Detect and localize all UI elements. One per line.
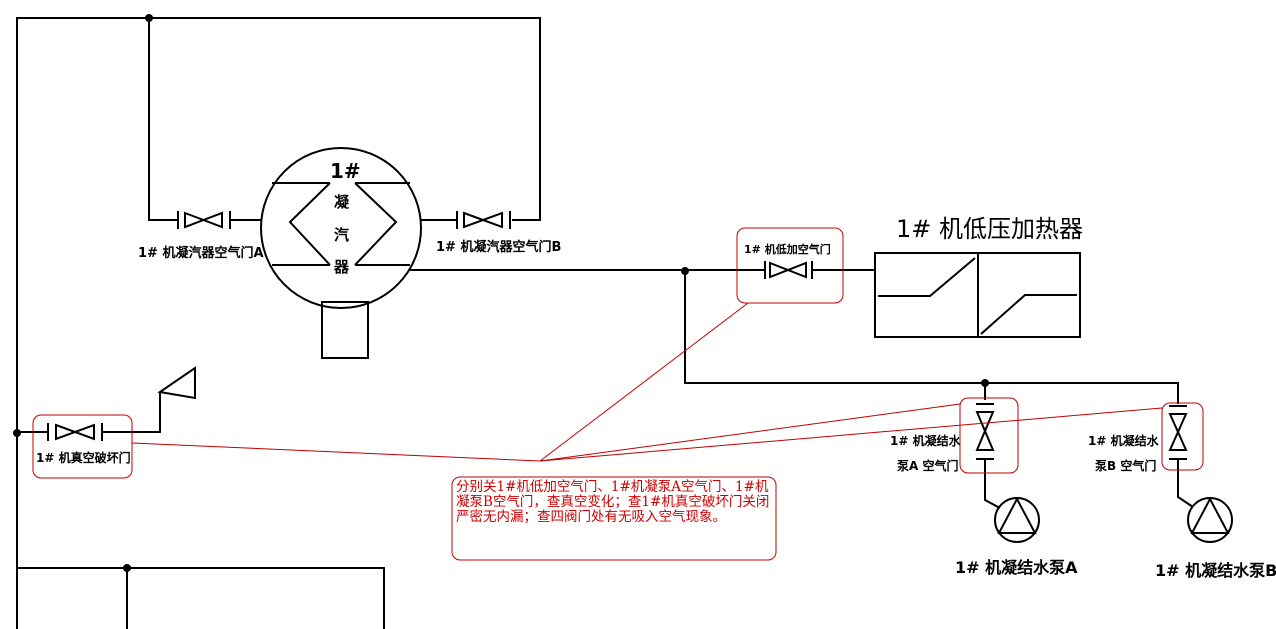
valve-a[interactable] [177, 211, 231, 229]
pump-b-valve[interactable] [1168, 405, 1188, 460]
valve-b-label: 1# 机凝汽器空气门B [436, 239, 561, 255]
heater [874, 252, 1081, 338]
pump-a[interactable] [994, 496, 1040, 543]
pump-a-label: 1# 机凝结水泵A [955, 558, 1078, 577]
valve-a-label: 1# 机凝汽器空气门A [138, 245, 264, 261]
vent-funnel-icon [157, 366, 196, 400]
condenser-number: 1# [330, 159, 361, 183]
heater-label: 1# 机低压加热器 [896, 215, 1083, 243]
pump-b-valve-label: 泵B 空气门 [1095, 458, 1156, 473]
condenser: 1# 凝 汽 器 [260, 147, 422, 359]
pump-b[interactable] [1187, 496, 1233, 543]
heater-valve-label: 1# 机低加空气门 [744, 242, 831, 256]
junction-nodes [13, 14, 989, 572]
pump-a-valve-label: 1# 机凝结水 [890, 433, 962, 448]
vacuum-breaker-valve[interactable] [47, 366, 196, 441]
vacuum-valve-label: 1# 机真空破坏门 [36, 450, 131, 465]
pump-a-valve-label: 泵A 空气门 [897, 458, 958, 473]
pump-b-valve-label: 1# 机凝结水 [1088, 433, 1160, 448]
pump-a-valve[interactable] [975, 403, 995, 460]
heater-valve[interactable] [764, 261, 813, 279]
condenser-char: 汽 [334, 226, 349, 244]
annotation-note: 分别关1#机低加空气门、1#机凝泵A空气门、1#机凝泵B空气门，查真空变化；查1… [456, 479, 770, 525]
condenser-char: 器 [333, 258, 350, 276]
annotation-callouts [32, 227, 1204, 561]
condenser-char: 凝 [334, 193, 350, 211]
pump-b-label: 1# 机凝结水泵B [1155, 561, 1276, 580]
pipes [16, 17, 1194, 629]
valve-b[interactable] [456, 211, 511, 229]
